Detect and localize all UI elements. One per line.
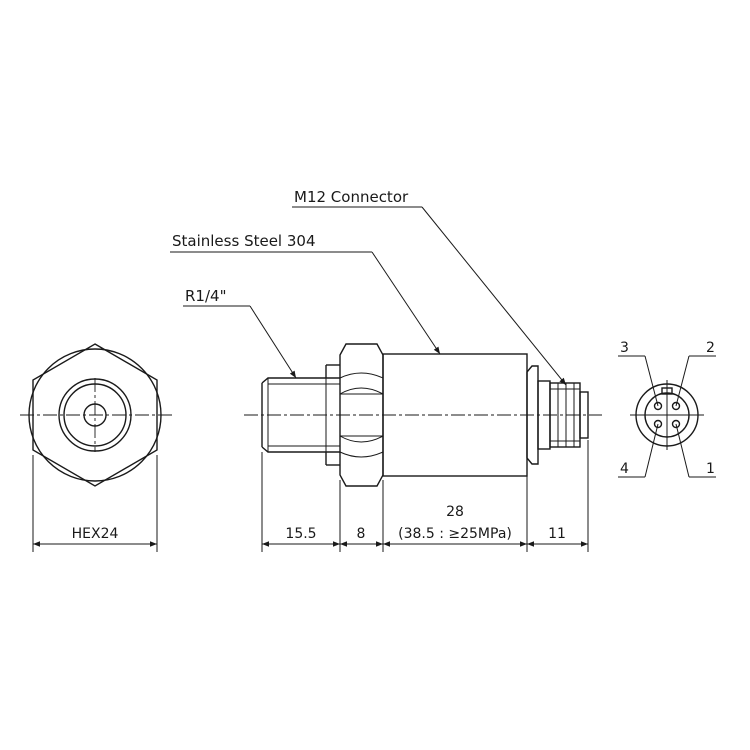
pin-contact-1 xyxy=(671,419,681,429)
sensor-side-view xyxy=(244,343,602,487)
pin-label-3: 3 xyxy=(620,340,629,356)
dim-hex: HEX24 xyxy=(72,526,119,542)
dim-body-length: 28 xyxy=(446,504,464,520)
pin-contact-2 xyxy=(671,401,681,411)
pin-contact-4 xyxy=(653,419,663,429)
dim-connector-length: 11 xyxy=(548,526,566,542)
hex-outline xyxy=(32,343,158,487)
pin-label-1: 1 xyxy=(706,461,715,477)
dim-hex-length: 8 xyxy=(357,526,366,542)
dimensions: HEX24 15.5 8 28 (38.5 : ≥25MPa) 11 xyxy=(32,440,589,552)
hex-end-view xyxy=(20,343,172,487)
connector-pin-view: 3 2 4 1 xyxy=(618,340,716,478)
pin-label-4: 4 xyxy=(620,461,629,477)
callout-m12-connector: M12 Connector xyxy=(294,188,409,206)
callout-thread: R1/4" xyxy=(185,287,226,305)
dim-thread-length: 15.5 xyxy=(285,526,316,542)
callout-stainless-steel: Stainless Steel 304 xyxy=(172,232,316,250)
pin-contact-3 xyxy=(653,401,663,411)
pin-label-2: 2 xyxy=(706,340,715,356)
callouts: M12 Connector Stainless Steel 304 R1/4" xyxy=(170,188,567,386)
dim-body-length-alt: (38.5 : ≥25MPa) xyxy=(398,526,512,542)
